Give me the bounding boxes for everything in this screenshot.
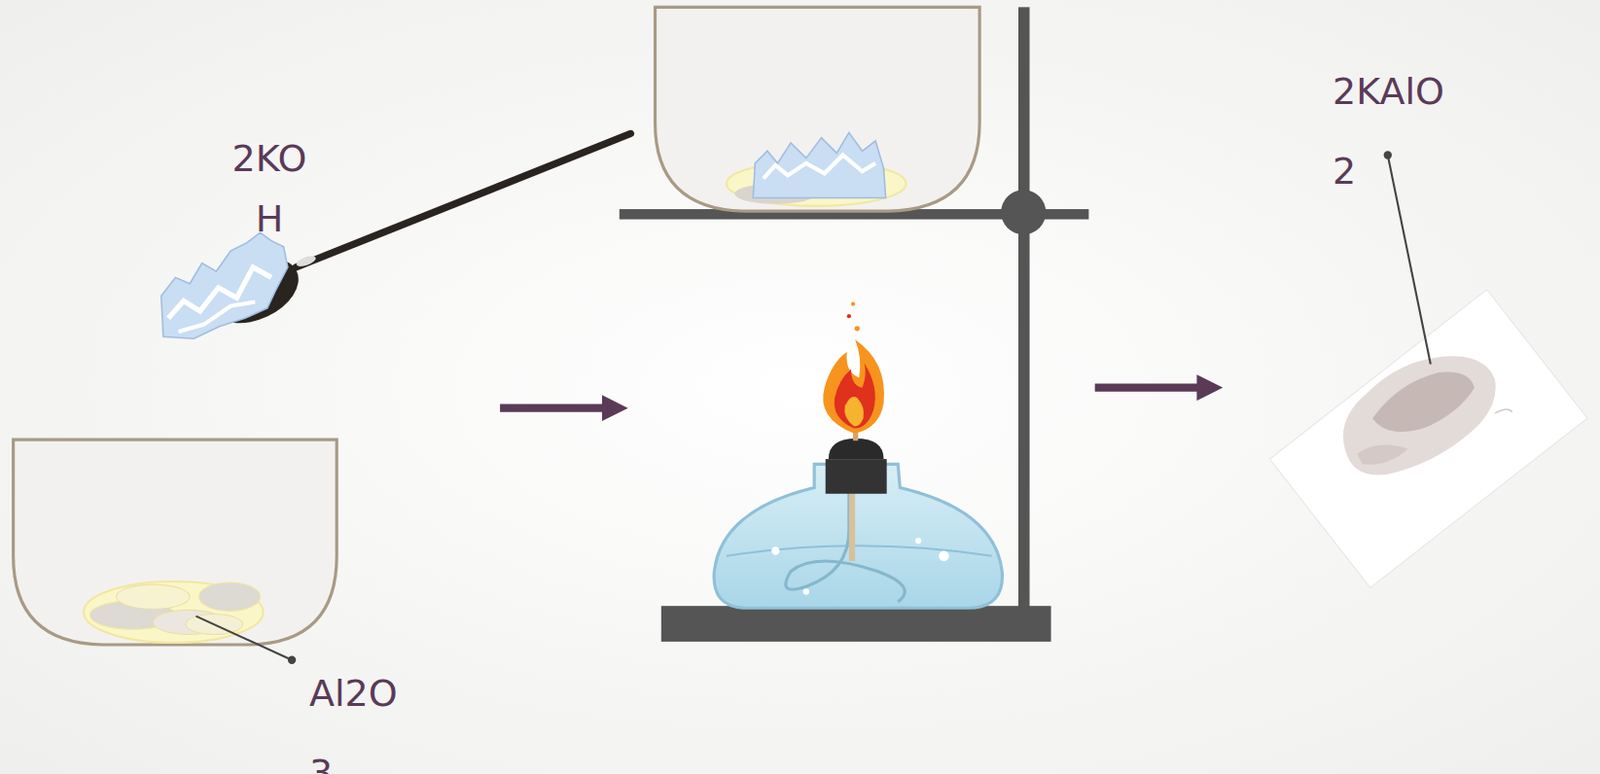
alcohol-lamp-part	[844, 396, 864, 427]
product-label: 2KAlO 2	[1332, 51, 1469, 212]
alcohol-lamp-part	[726, 545, 993, 556]
product-sample-part	[1387, 154, 1431, 364]
spoon-part	[294, 253, 318, 269]
spoon-part	[178, 302, 256, 332]
evaporating-dish-part	[752, 132, 886, 198]
alcohol-lamp	[713, 302, 1002, 609]
product-sample-part	[1356, 444, 1408, 464]
product-sample-part	[1372, 371, 1475, 432]
alcohol-lamp-part	[915, 537, 922, 544]
ring-stand-part	[1000, 189, 1046, 235]
product-sample-part	[1269, 289, 1588, 589]
evaporating-dish-part	[655, 6, 981, 212]
product-sample-part	[1343, 355, 1496, 475]
product-sample-part	[1494, 409, 1513, 414]
process-arrow-part	[499, 403, 607, 412]
dish-with-oxide	[13, 439, 338, 665]
alcohol-lamp-part	[803, 588, 810, 595]
ring-stand	[619, 6, 1090, 642]
alcohol-lamp-part	[771, 546, 780, 555]
spoon	[161, 133, 632, 339]
alcohol-lamp-part	[785, 492, 905, 603]
alcohol-lamp-part	[938, 551, 949, 562]
evaporating-dish	[655, 6, 981, 212]
spoon-part	[295, 133, 631, 267]
dish-with-oxide-part	[287, 656, 296, 665]
alcohol-lamp-part	[825, 459, 888, 495]
process-arrow	[499, 388, 1203, 409]
alcohol-lamp-part	[822, 339, 885, 434]
dish-with-oxide-part	[195, 616, 292, 661]
alcohol-lamp-part	[847, 314, 852, 319]
process-arrow-part	[1095, 383, 1203, 392]
scene	[13, 6, 1588, 665]
evaporating-dish-part	[763, 154, 876, 178]
dish-with-oxide-part	[116, 584, 191, 609]
dish-with-oxide-part	[13, 439, 338, 645]
product-sample-part	[1384, 150, 1392, 159]
spoon-part	[161, 232, 288, 339]
ring-stand-part	[661, 605, 1052, 642]
dish-with-oxide-part	[199, 582, 261, 611]
ring-stand-part	[1018, 6, 1031, 614]
alcohol-lamp-part	[828, 438, 885, 460]
reagent-label: 2KO H	[215, 128, 323, 249]
reagent-label: Al2O 3	[309, 653, 412, 774]
alcohol-lamp-part	[851, 302, 855, 307]
product-sample	[1269, 150, 1588, 588]
dish-with-oxide-part	[83, 581, 264, 643]
spoon-part	[168, 267, 272, 319]
alcohol-lamp-part	[834, 362, 876, 428]
alcohol-lamp-part	[854, 325, 860, 331]
alcohol-lamp-part	[849, 490, 855, 562]
